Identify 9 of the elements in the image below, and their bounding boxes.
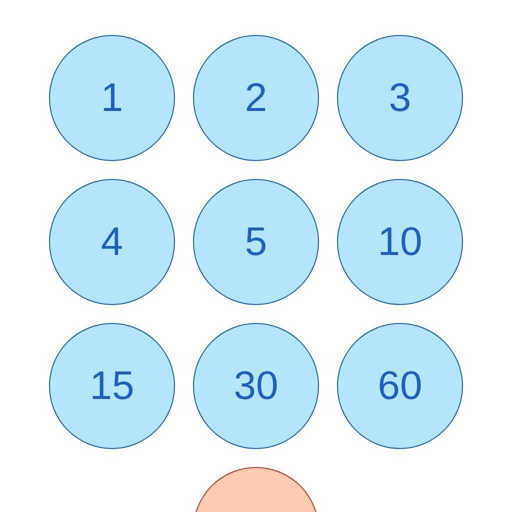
number-label: 60 bbox=[378, 366, 422, 406]
number-label: 30 bbox=[234, 366, 278, 406]
number-label: 3 bbox=[388, 78, 412, 118]
number-label: 10 bbox=[378, 222, 422, 262]
number-label: 5 bbox=[244, 222, 268, 262]
number-label: 15 bbox=[90, 366, 134, 406]
number-label: 1 bbox=[100, 78, 124, 118]
number-label: 2 bbox=[244, 78, 268, 118]
number-label: 4 bbox=[100, 222, 124, 262]
